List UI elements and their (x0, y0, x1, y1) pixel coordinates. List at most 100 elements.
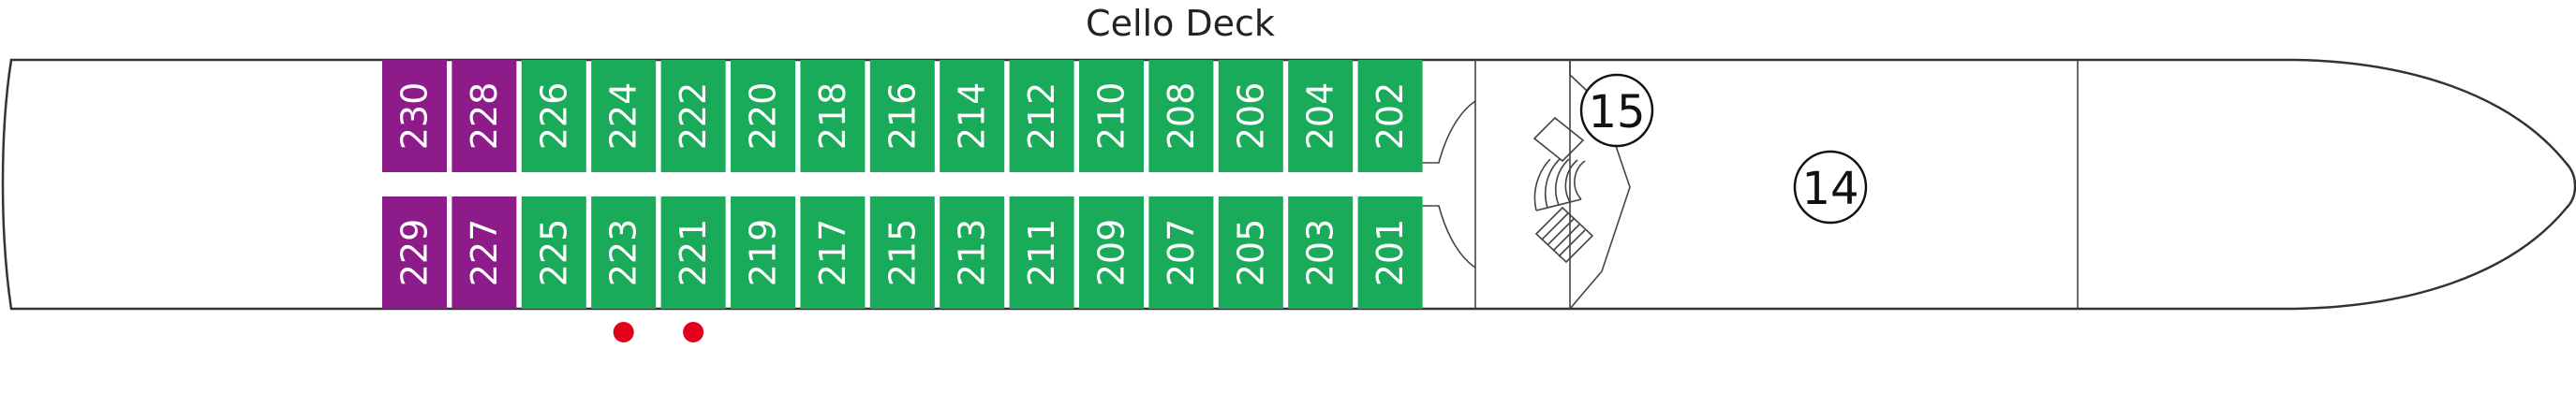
cabin-number: 221 (673, 219, 714, 287)
cabin-202[interactable]: 202 (1357, 60, 1423, 172)
cabin-226[interactable]: 226 (521, 60, 586, 172)
cabin-number: 227 (464, 219, 505, 287)
cabin-208[interactable]: 208 (1148, 60, 1214, 172)
cabin-number: 215 (881, 219, 923, 287)
cabin-222[interactable]: 222 (660, 60, 726, 172)
cabin-224[interactable]: 224 (591, 60, 657, 172)
cabin-number: 206 (1230, 82, 1271, 151)
cabin-number: 217 (812, 219, 853, 287)
cabin-box (1357, 60, 1423, 172)
cabin-number: 211 (1021, 219, 1062, 287)
cabin-number: 226 (533, 82, 574, 151)
cabin-box (591, 196, 657, 309)
cabin-box (660, 60, 726, 172)
cabin-box (1079, 196, 1144, 309)
cabin-box (591, 60, 657, 172)
cabin-206[interactable]: 206 (1218, 60, 1283, 172)
cabin-box (1218, 60, 1283, 172)
cabin-box (940, 60, 1005, 172)
cabin-228[interactable]: 228 (452, 60, 517, 172)
cabin-230[interactable]: 230 (382, 60, 447, 172)
cabin-number: 208 (1161, 82, 1202, 151)
cabin-216[interactable]: 216 (869, 60, 935, 172)
callout-stairs: 15 (1579, 73, 1654, 148)
cabin-209[interactable]: 209 (1079, 196, 1144, 309)
cabin-box (382, 196, 447, 309)
cabin-number: 212 (1021, 82, 1062, 151)
cabin-204[interactable]: 204 (1288, 60, 1354, 172)
cabin-box (1148, 196, 1214, 309)
cabin-box (800, 196, 866, 309)
cabin-225[interactable]: 225 (521, 196, 586, 309)
cabin-215[interactable]: 215 (869, 196, 935, 309)
cabin-box (1009, 196, 1074, 309)
accessibility-markers (613, 322, 704, 342)
cabin-box (521, 60, 586, 172)
cabin-box (1148, 60, 1214, 172)
cabin-box (1288, 60, 1354, 172)
cabin-box (660, 196, 726, 309)
cabin-row-starboard: 229 227 225 223 221 219 217 215 213 211 209 207 205 2… (382, 196, 1423, 309)
cabin-box (521, 196, 586, 309)
cabin-box (1357, 196, 1423, 309)
cabin-number: 214 (952, 82, 993, 151)
cabin-number: 205 (1230, 219, 1271, 287)
cabin-box (382, 60, 447, 172)
cabin-218[interactable]: 218 (800, 60, 866, 172)
cabin-box (940, 196, 1005, 309)
accessible-cabin-marker (683, 322, 704, 342)
cabin-box (800, 60, 866, 172)
cabin-211[interactable]: 211 (1009, 196, 1074, 309)
callout-sun-area-label: 14 (1801, 163, 1858, 215)
cabin-number: 210 (1091, 82, 1133, 151)
cabin-box (452, 60, 517, 172)
cabin-212[interactable]: 212 (1009, 60, 1074, 172)
cabin-number: 228 (464, 82, 505, 151)
cabin-210[interactable]: 210 (1079, 60, 1144, 172)
cabin-201[interactable]: 201 (1357, 196, 1423, 309)
cabin-box (869, 196, 935, 309)
cabin-number: 213 (952, 219, 993, 287)
cabin-number: 204 (1300, 82, 1341, 151)
cabin-number: 209 (1091, 219, 1133, 287)
cabin-number: 223 (603, 219, 644, 287)
cabin-214[interactable]: 214 (940, 60, 1005, 172)
cabin-box (1079, 60, 1144, 172)
cabin-213[interactable]: 213 (940, 196, 1005, 309)
cabin-number: 225 (533, 219, 574, 287)
cabin-number: 201 (1369, 219, 1411, 287)
cabin-row-port: 230 228 226 224 222 220 218 216 214 212 210 208 206 2… (382, 60, 1423, 172)
cabin-number: 216 (881, 82, 923, 151)
cabin-203[interactable]: 203 (1288, 196, 1354, 309)
cabin-205[interactable]: 205 (1218, 196, 1283, 309)
cabin-number: 224 (603, 82, 644, 151)
cabin-number: 202 (1369, 82, 1411, 151)
cabin-227[interactable]: 227 (452, 196, 517, 309)
cabin-box (1218, 196, 1283, 309)
accessible-cabin-marker (613, 322, 634, 342)
cabin-223[interactable]: 223 (591, 196, 657, 309)
cabin-number: 230 (394, 82, 436, 151)
cabin-box (1009, 60, 1074, 172)
cabin-number: 219 (743, 219, 784, 287)
deck-title: Cello Deck (1086, 3, 1275, 44)
cabin-220[interactable]: 220 (731, 60, 795, 172)
cabin-number: 207 (1161, 219, 1202, 287)
cabin-207[interactable]: 207 (1148, 196, 1214, 309)
cabin-number: 203 (1300, 219, 1341, 287)
cabin-219[interactable]: 219 (731, 196, 795, 309)
callout-stairs-label: 15 (1588, 86, 1645, 138)
cabin-box (869, 60, 935, 172)
cabin-217[interactable]: 217 (800, 196, 866, 309)
cabin-229[interactable]: 229 (382, 196, 447, 309)
cabin-box (452, 196, 517, 309)
cabin-box (731, 60, 795, 172)
cabin-number: 218 (812, 82, 853, 151)
cabin-number: 220 (743, 82, 784, 151)
cabin-box (1288, 196, 1354, 309)
cabin-221[interactable]: 221 (660, 196, 726, 309)
cabin-box (731, 196, 795, 309)
lobby-area (1419, 60, 2079, 310)
cabin-number: 229 (394, 219, 436, 287)
